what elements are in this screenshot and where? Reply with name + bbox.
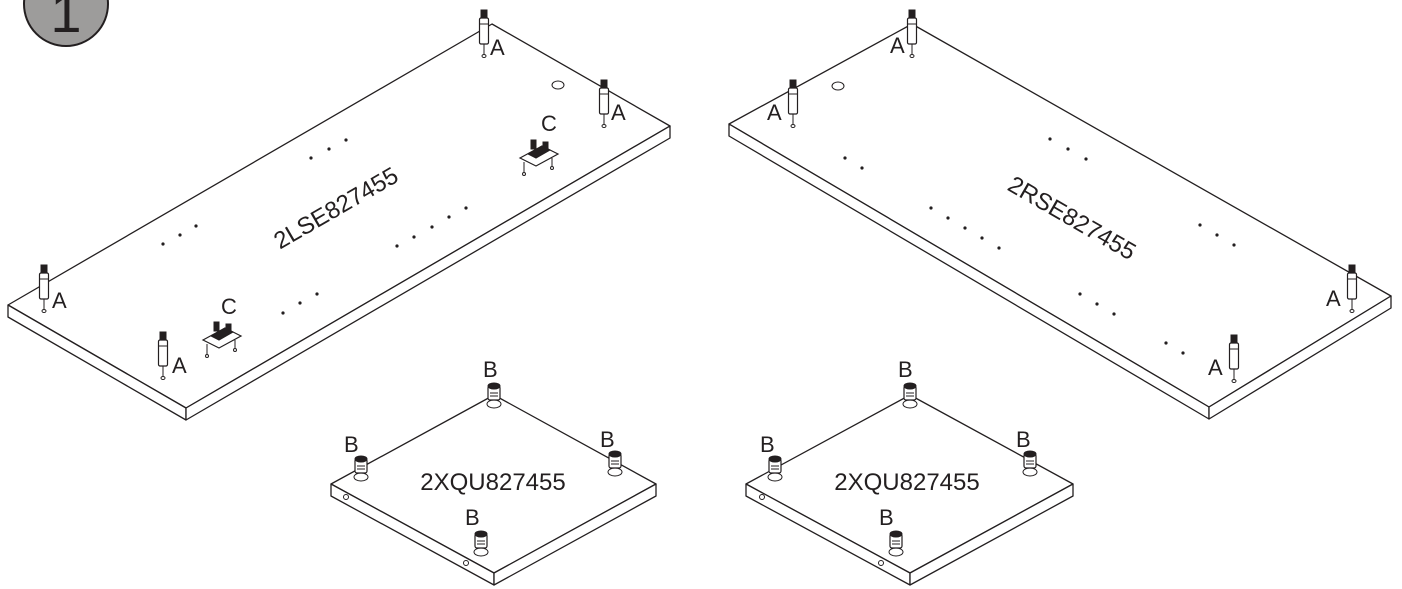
shelf-pin-hole [194,224,198,228]
part-label-b: B [465,505,480,530]
cam-lock-b [1022,450,1038,477]
cam-lock-b [767,455,783,482]
part-label-a: A [172,353,187,378]
shelf-pin-hole [395,244,399,248]
shelf-pin-hole [1181,351,1185,355]
shelf-pin-hole [412,235,416,239]
part-label-b: B [1016,427,1031,452]
shelf-pin-hole [464,206,468,210]
shelf-pin-hole [980,236,984,240]
cam-lock-b [607,450,623,477]
part-label-b: B [483,357,498,382]
edge-dowel-hole [343,494,349,500]
shelf-pin-hole [1232,243,1236,247]
cam-lock-b [486,382,502,409]
shelf-pin-hole [344,138,348,142]
right-panel-side-edge [1208,295,1392,420]
shelf-pin-hole [430,225,434,229]
shelf-pin-hole [843,156,847,160]
part-label-c: C [221,294,237,319]
shelf-pin-hole [1095,302,1099,306]
shelf-pin-hole [281,311,285,315]
part-label-a: A [767,100,782,125]
left-side-panel: 2LSE827455 A A A A C C [7,9,671,421]
shelf-pin-hole [298,301,302,305]
shelf-pin-hole [1164,341,1168,345]
shelf-panel-right: 2XQU827455 B B B B [745,357,1074,586]
shelf-pin-hole [997,246,1001,250]
shelf-pin-hole [963,226,967,230]
shelf-left-code: 2XQU827455 [420,469,565,496]
shelf-pin-hole [315,292,319,296]
part-label-a: A [490,35,505,60]
part-label-a: A [1326,286,1341,311]
shelf-left-side-edge [493,483,657,586]
shelf-pin-hole [1084,157,1088,161]
cam-lock-b [353,455,369,482]
shelf-pin-hole [1215,233,1219,237]
shelf-pin-hole [1112,312,1116,316]
shelf-pin-hole [929,206,933,210]
cam-lock-b [473,530,489,557]
part-label-c: C [541,111,557,136]
part-label-a: A [52,288,67,313]
part-label-a: A [1208,355,1223,380]
step-circle [23,0,109,47]
shelf-pin-hole [1048,137,1052,141]
cam-lock-b [902,382,918,409]
shelf-pin-hole [178,233,182,237]
shelf-right-side-edge [909,483,1074,586]
part-label-a: A [611,100,626,125]
shelf-panel-left: 2XQU827455 B B B B [330,357,657,586]
shelf-pin-hole [1198,223,1202,227]
hinge-cup-hole [831,81,845,91]
hinge-cup-hole [551,80,565,90]
shelf-pin-hole [1066,147,1070,151]
step-badge: 1 [23,0,109,47]
shelf-pin-hole [447,215,451,219]
shelf-pin-hole [327,147,331,151]
edge-dowel-hole [463,560,469,566]
part-label-b: B [898,357,913,382]
part-label-b: B [879,505,894,530]
right-side-panel: 2RSE827455 A A A A [728,9,1392,420]
left-panel-side-edge [185,125,671,421]
part-label-b: B [344,432,359,457]
shelf-pin-hole [161,242,165,246]
step-number: 1 [50,0,81,44]
edge-dowel-hole [759,494,765,500]
shelf-pin-hole [309,156,313,160]
edge-dowel-hole [878,560,884,566]
cam-lock-b [888,530,904,557]
shelf-pin-hole [1078,292,1082,296]
shelf-pin-hole [946,216,950,220]
shelf-pin-hole [860,166,864,170]
part-label-b: B [600,427,615,452]
part-label-a: A [890,33,905,58]
part-label-b: B [760,432,775,457]
shelf-right-code: 2XQU827455 [834,469,979,496]
